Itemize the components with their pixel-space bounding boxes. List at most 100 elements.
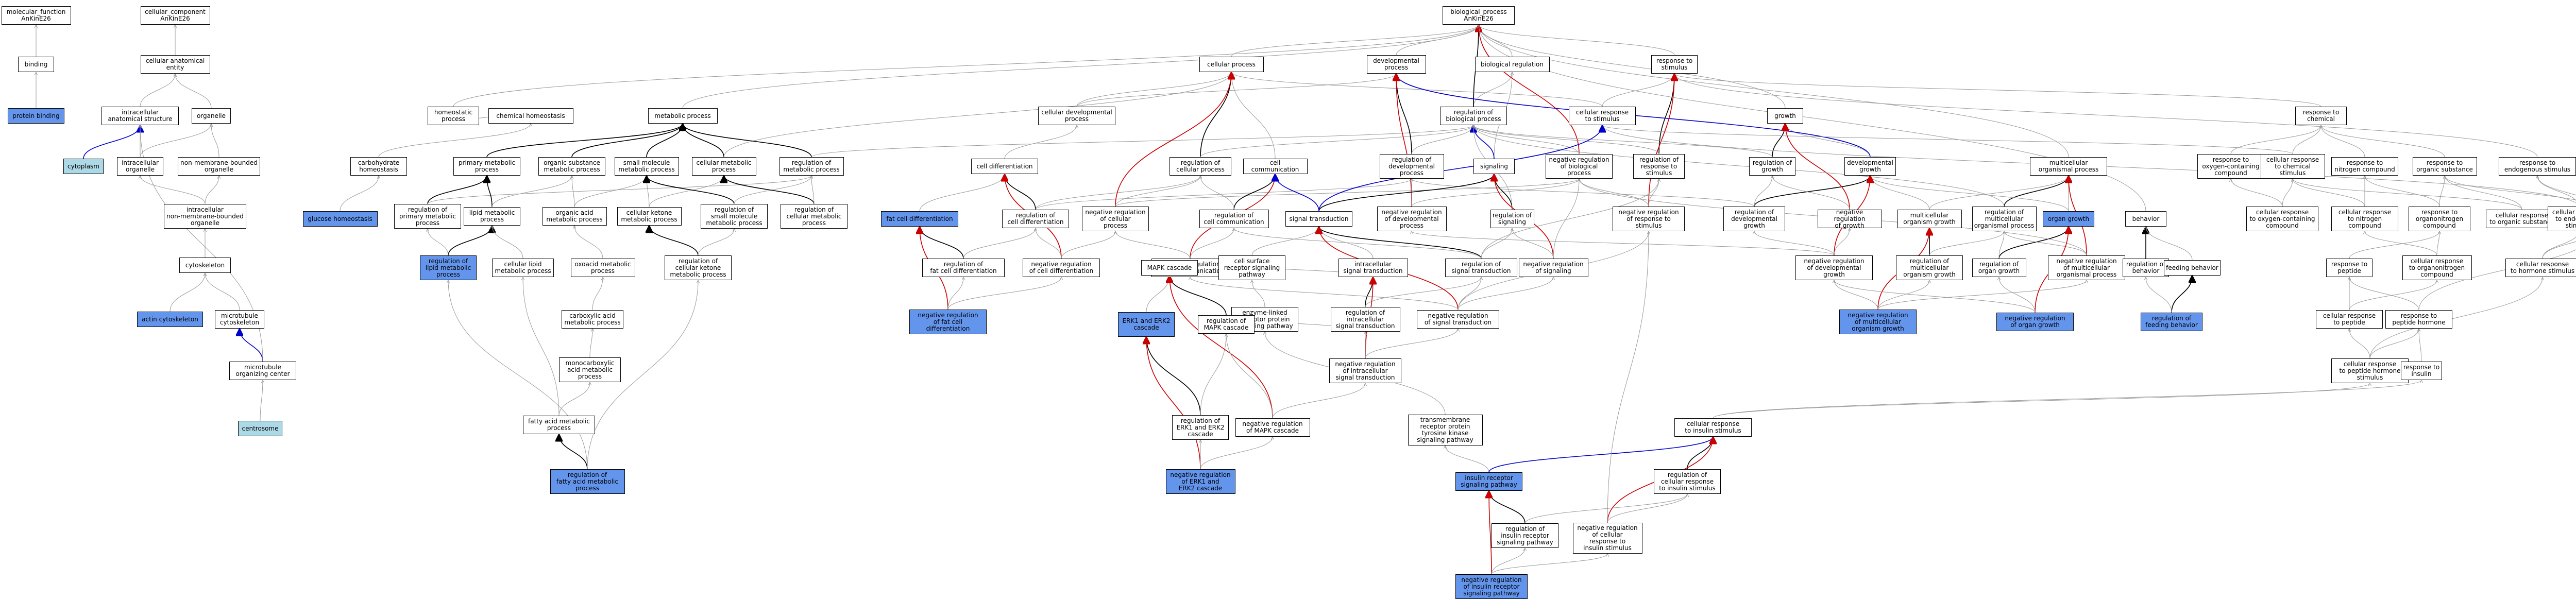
node-neg-reg-growth[interactable]: negative regulation of growth bbox=[1817, 209, 1882, 229]
node-reg-prim[interactable]: regulation of primary metabolic process bbox=[394, 204, 461, 229]
node-carboxylic[interactable]: carboxylic acid metabolic process bbox=[562, 310, 623, 329]
node-organelle[interactable]: organelle bbox=[192, 108, 231, 124]
node-carb-homeo[interactable]: carbohydrate homeostasis bbox=[350, 157, 407, 176]
node-monocarb[interactable]: monocarboxylic acid metabolic process bbox=[559, 357, 621, 382]
node-rtk[interactable]: transmembrane receptor protein tyrosine … bbox=[1408, 415, 1483, 445]
node-cell-dev[interactable]: cellular developmental process bbox=[1038, 107, 1115, 125]
node-neg-reg-intra[interactable]: negative regulation of intracellular sig… bbox=[1329, 358, 1401, 383]
node-bp[interactable]: biological_process AnKinE26 bbox=[1443, 6, 1515, 25]
node-cell-resp-endo[interactable]: cellular response to endogenous stimulus bbox=[2548, 207, 2576, 231]
node-reg-erk[interactable]: regulation of ERK1 and ERK2 cascade bbox=[1172, 415, 1229, 440]
node-cell-comm[interactable]: cell communication bbox=[1243, 159, 1308, 174]
node-erk[interactable]: ERK1 and ERK2 cascade bbox=[1118, 312, 1175, 337]
node-cell-resp-peptide[interactable]: cellular response to peptide bbox=[2316, 310, 2383, 329]
node-reg-resp-stim[interactable]: regulation of response to stimulus bbox=[1633, 154, 1685, 179]
node-reg-bio[interactable]: regulation of biological process bbox=[1440, 107, 1507, 125]
node-reg-behavior[interactable]: regulation of behavior bbox=[2123, 259, 2169, 277]
node-neg-reg-sig[interactable]: negative regulation of signaling bbox=[1518, 259, 1588, 277]
node-oxoacid[interactable]: oxoacid metabolic process bbox=[570, 259, 635, 277]
node-cytoplasm[interactable]: cytoplasm bbox=[63, 159, 104, 174]
node-cell-resp-nitro[interactable]: cellular response to nitrogen compound bbox=[2331, 207, 2398, 231]
node-neg-reg-mapk[interactable]: negative regulation of MAPK cascade bbox=[1235, 418, 1310, 437]
node-homeostatic[interactable]: homeostatic process bbox=[428, 107, 479, 125]
node-cell-lipid[interactable]: cellular lipid metabolic process bbox=[492, 259, 554, 277]
node-resp-chem-stim[interactable]: cellular response to chemical stimulus bbox=[2260, 154, 2325, 179]
node-small-mol[interactable]: small molecule metabolic process bbox=[614, 157, 679, 176]
node-reg-ins-path[interactable]: regulation of insulin receptor signaling… bbox=[1492, 523, 1558, 548]
node-ico[interactable]: intracellular organelle bbox=[117, 157, 163, 176]
node-neg-reg-bio[interactable]: negative regulation of biological proces… bbox=[1546, 154, 1613, 179]
node-cell-ketone[interactable]: cellular ketone metabolic process bbox=[617, 207, 682, 226]
node-signal-trans[interactable]: signal transduction bbox=[1285, 211, 1352, 227]
node-insulin-path[interactable]: insulin receptor signaling pathway bbox=[1455, 472, 1522, 491]
node-resp-chem[interactable]: response to chemical bbox=[2295, 107, 2347, 125]
node-multicell[interactable]: multicellular organismal process bbox=[2030, 157, 2107, 176]
node-neg-reg-dev-growth[interactable]: negative regulation of developmental gro… bbox=[1795, 255, 1873, 280]
node-neg-reg-multicell[interactable]: negative regulation of multicellular org… bbox=[2048, 255, 2125, 280]
node-reg-fat-diff[interactable]: regulation of fat cell differentiation bbox=[922, 259, 1005, 277]
node-reg-lipid[interactable]: regulation of lipid metabolic process bbox=[420, 255, 477, 280]
node-organic-acid[interactable]: organic acid metabolic process bbox=[542, 207, 607, 226]
node-reg-ketone[interactable]: regulation of cellular ketone metabolic … bbox=[665, 255, 732, 280]
node-reg-growth[interactable]: regulation of growth bbox=[1749, 157, 1795, 176]
node-neg-reg-ins-path[interactable]: negative regulation of insulin receptor … bbox=[1455, 574, 1528, 599]
node-primary-met[interactable]: primary metabolic process bbox=[453, 157, 520, 176]
node-resp-insulin[interactable]: response to insulin bbox=[2401, 362, 2442, 380]
node-resp-nitro[interactable]: response to nitrogen compound bbox=[2331, 157, 2398, 176]
node-cell-resp-org[interactable]: cellular response to organic substance bbox=[2486, 210, 2558, 228]
node-bio-reg[interactable]: biological regulation bbox=[1475, 57, 1550, 72]
node-reg-cell-met[interactable]: regulation of cellular metabolic process bbox=[781, 204, 848, 229]
node-reg-fatty[interactable]: regulation of fatty acid metabolic proce… bbox=[550, 469, 625, 494]
node-neg-reg-cell-diff[interactable]: negative regulation of cell differentiat… bbox=[1023, 259, 1100, 277]
node-cell-resp-insulin[interactable]: cellular response to insulin stimulus bbox=[1674, 418, 1752, 437]
node-neg-reg-resp[interactable]: negative regulation of response to stimu… bbox=[1613, 207, 1685, 231]
node-cell-resp-organo[interactable]: cellular response to organonitrogen comp… bbox=[2402, 255, 2472, 280]
node-reg-dev[interactable]: regulation of developmental process bbox=[1379, 154, 1444, 179]
node-actin[interactable]: actin cytoskeleton bbox=[137, 312, 203, 327]
node-inmbo[interactable]: intracellular non-membrane-bounded organ… bbox=[164, 204, 246, 229]
node-cell-resp-oxy[interactable]: cellular response to oxygen-containing c… bbox=[2246, 207, 2318, 231]
node-neg-reg-cell-proc[interactable]: negative regulation of cellular process bbox=[1082, 207, 1149, 231]
node-mf[interactable]: molecular_function AnKinE26 bbox=[1, 6, 71, 25]
node-cell-surface[interactable]: cell surface receptor signaling pathway bbox=[1218, 255, 1285, 280]
node-reg-cell-proc[interactable]: regulation of cellular process bbox=[1170, 157, 1231, 176]
node-centrosome[interactable]: centrosome bbox=[238, 421, 282, 436]
node-neg-reg-dev[interactable]: negative regulation of developmental pro… bbox=[1377, 207, 1447, 231]
node-neg-reg-sig-trans[interactable]: negative regulation of signal transducti… bbox=[1417, 310, 1499, 329]
node-dev-proc[interactable]: developmental process bbox=[1366, 55, 1426, 74]
node-resp-peptide-hormone[interactable]: response to peptide hormone bbox=[2385, 310, 2452, 329]
node-ias[interactable]: intracellular anatomical structure bbox=[101, 107, 179, 125]
node-resp-endo[interactable]: response to endogenous stimulus bbox=[2499, 157, 2576, 176]
node-intra-sig[interactable]: intracellular signal transduction bbox=[1338, 259, 1408, 277]
node-cell-resp-hormone[interactable]: cellular response to hormone stimulus bbox=[2505, 259, 2576, 277]
node-reg-small[interactable]: regulation of small molecule metabolic p… bbox=[701, 204, 768, 229]
node-cell-resp-stim[interactable]: cellular response to stimulus bbox=[1569, 107, 1636, 125]
node-reg-met[interactable]: regulation of metabolic process bbox=[779, 157, 844, 176]
node-reg-mapk[interactable]: regulation of MAPK cascade bbox=[1198, 315, 1255, 334]
node-cellular-proc[interactable]: cellular process bbox=[1199, 57, 1264, 72]
node-mapk[interactable]: MAPK cascade bbox=[1141, 260, 1198, 276]
node-reg-signaling[interactable]: regulation of signaling bbox=[1490, 210, 1534, 228]
node-resp-peptide[interactable]: response to peptide bbox=[2326, 259, 2372, 277]
node-mtoc[interactable]: microtubule organizing center bbox=[229, 362, 296, 380]
node-resp-stim[interactable]: response to stimulus bbox=[1651, 55, 1698, 74]
node-dev-growth[interactable]: developmental growth bbox=[1844, 157, 1896, 176]
node-multi-org-growth[interactable]: multicellular organism growth bbox=[1897, 210, 1962, 228]
node-feeding[interactable]: feeding behavior bbox=[2164, 260, 2221, 276]
node-resp-oxy[interactable]: response to oxygen-containing compound bbox=[2197, 154, 2264, 179]
node-cell-met[interactable]: cellular metabolic process bbox=[691, 157, 756, 176]
node-signaling[interactable]: signaling bbox=[1473, 159, 1515, 174]
node-lipid-met[interactable]: lipid metabolic process bbox=[464, 207, 520, 226]
node-reg-multi-growth[interactable]: regulation of multicellular organism gro… bbox=[1896, 255, 1963, 280]
node-cell-diff[interactable]: cell differentiation bbox=[971, 159, 1038, 174]
node-neg-reg-multi-growth[interactable]: negative regulation of multicellular org… bbox=[1839, 310, 1917, 334]
node-binding[interactable]: binding bbox=[18, 57, 54, 72]
node-fat-diff[interactable]: fat cell differentiation bbox=[881, 211, 958, 227]
node-reg-cell-comm[interactable]: regulation of cell communication bbox=[1199, 210, 1269, 228]
node-resp-org[interactable]: response to organic substance bbox=[2412, 157, 2477, 176]
node-protein-binding[interactable]: protein binding bbox=[8, 108, 64, 124]
node-resp-organo[interactable]: response to organonitrogen compound bbox=[2409, 207, 2470, 231]
node-neg-reg-cell-resp-ins[interactable]: negative regulation of cellular response… bbox=[1572, 523, 1642, 554]
node-chem-homeo[interactable]: chemical homeostasis bbox=[488, 108, 573, 124]
node-reg-dev-growth[interactable]: regulation of developmental growth bbox=[1723, 207, 1785, 231]
